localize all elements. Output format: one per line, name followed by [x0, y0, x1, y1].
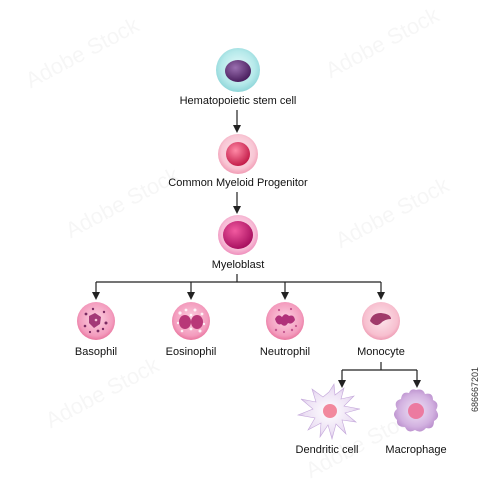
monocyte-cell-icon — [362, 302, 400, 340]
stock-id-text: 686667201 — [470, 366, 480, 412]
monocyte-label: Monocyte — [357, 346, 405, 358]
macrophage-label: Macrophage — [385, 444, 447, 456]
basophil-cell-icon — [77, 302, 115, 340]
hsc-cell-icon — [216, 48, 260, 92]
dendritic-label: Dendritic cell — [295, 444, 359, 456]
basophil-label: Basophil — [74, 346, 118, 358]
neutrophil-cell-icon — [266, 302, 304, 340]
cmp-cell-icon — [218, 134, 258, 174]
hsc-label: Hematopoietic stem cell — [179, 95, 297, 107]
myeloblast-cell-icon — [218, 215, 258, 255]
dendritic-cell-icon — [296, 383, 361, 441]
myeloblast-label: Myeloblast — [211, 259, 265, 271]
eosinophil-label: Eosinophil — [165, 346, 217, 358]
eosinophil-cell-icon — [172, 302, 210, 340]
cmp-label: Common Myeloid Progenitor — [168, 177, 308, 189]
macrophage-cell-icon — [394, 389, 439, 432]
neutrophil-label: Neutrophil — [259, 346, 311, 358]
